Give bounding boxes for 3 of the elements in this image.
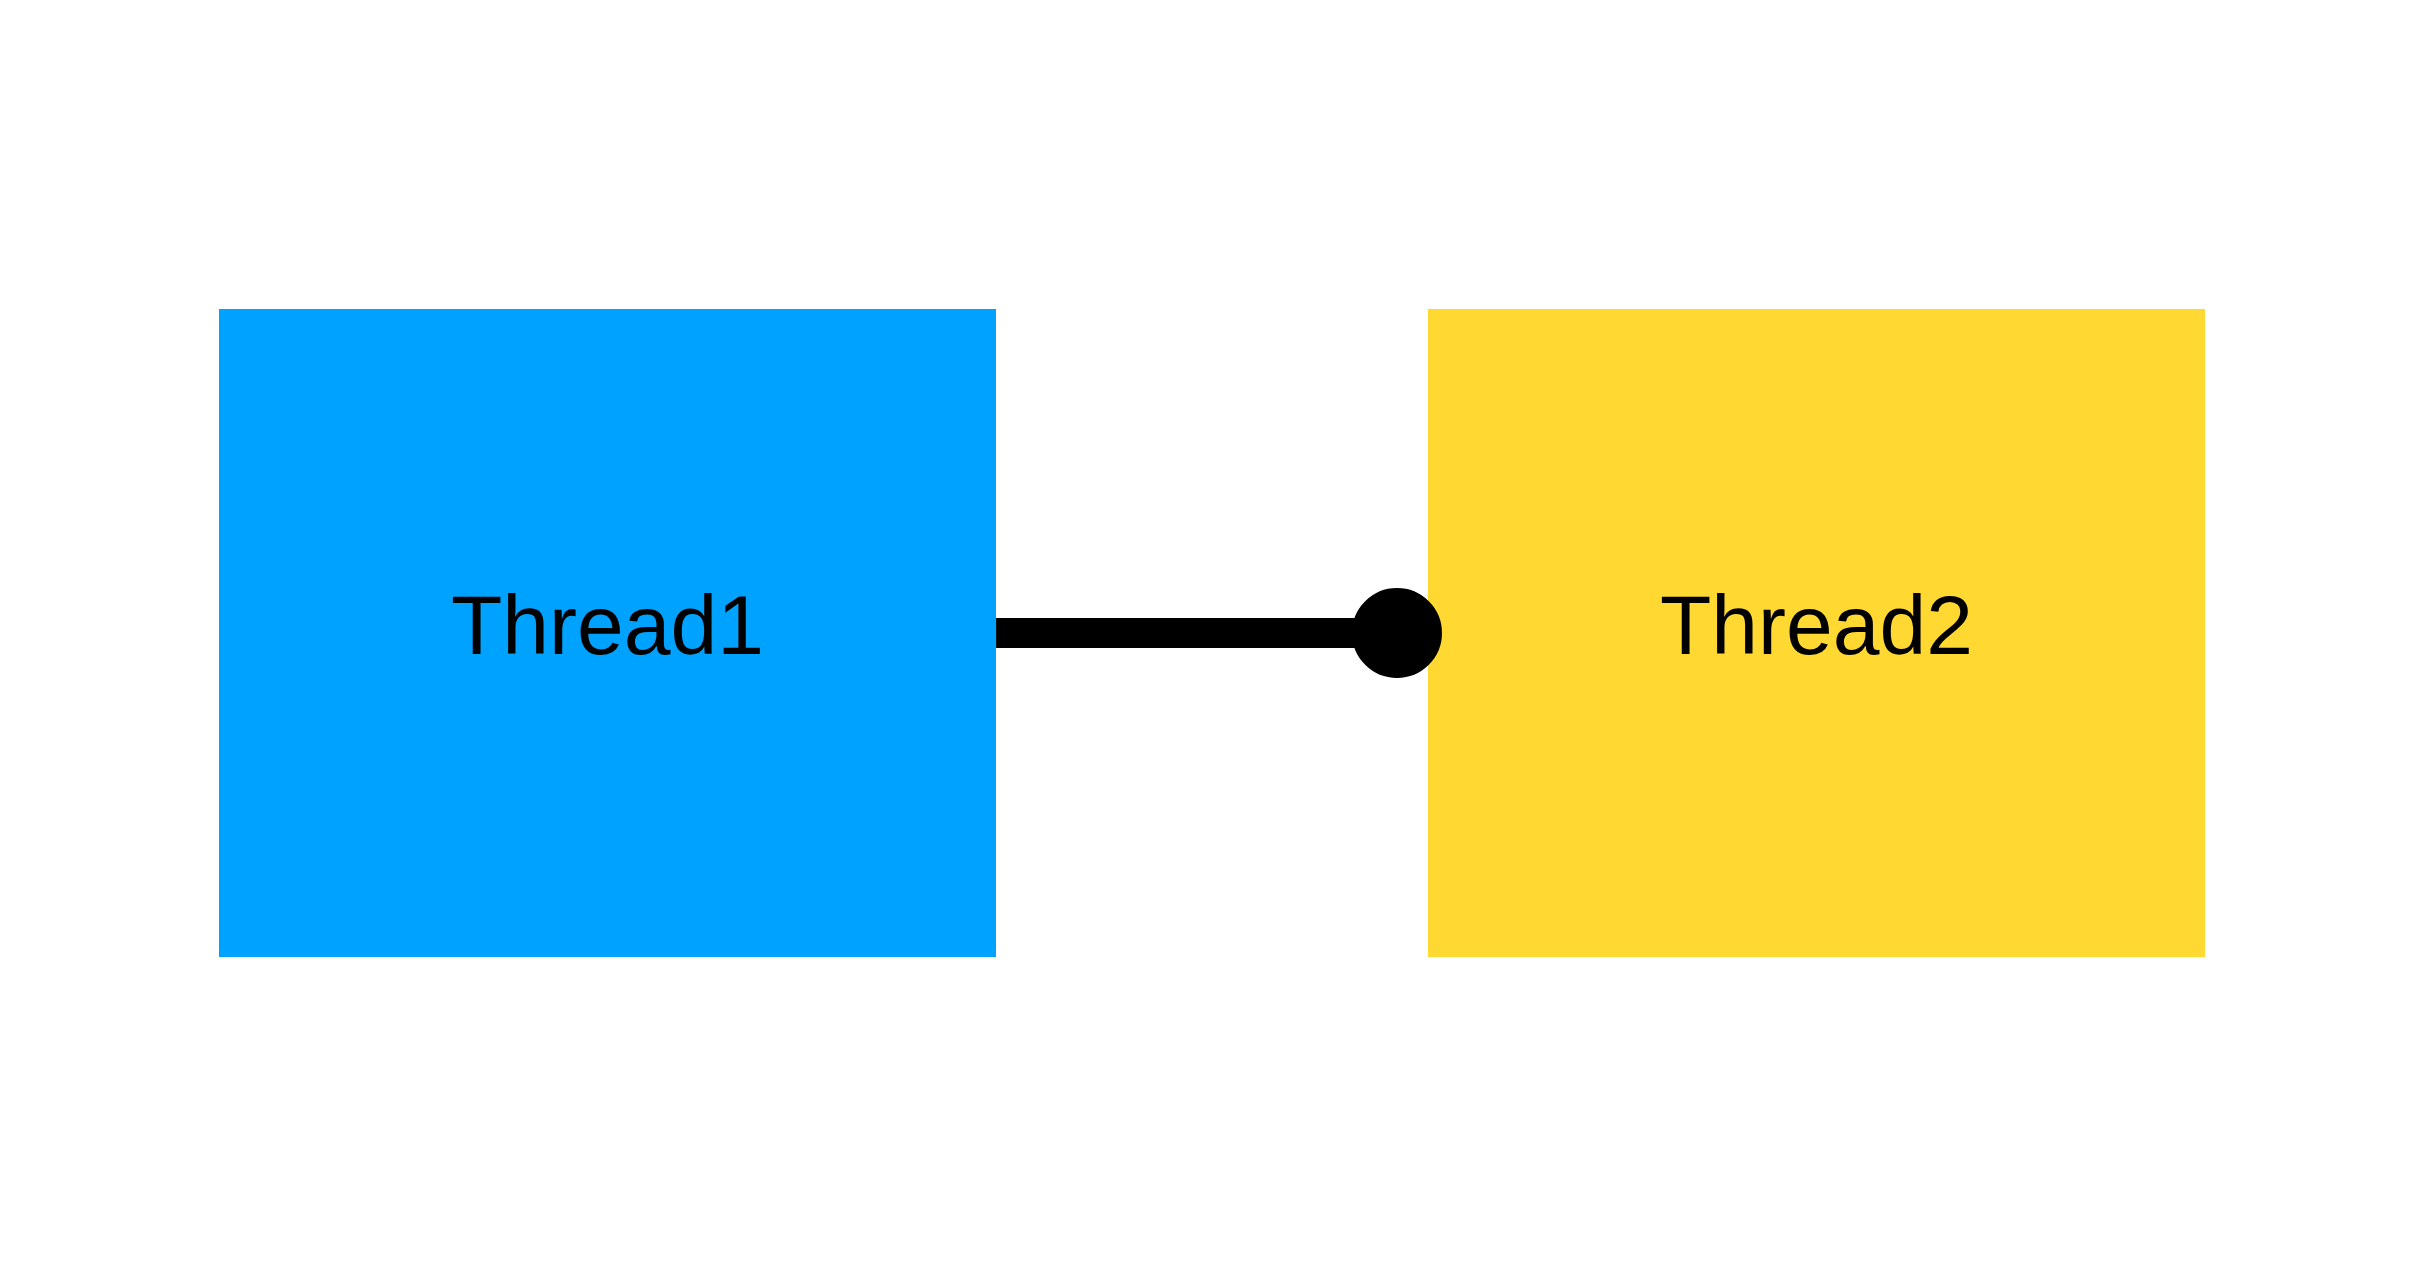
node-box: Thread1 (218, 309, 996, 957)
connector (995, 588, 1442, 678)
node-box: Thread2 (1427, 309, 2205, 957)
